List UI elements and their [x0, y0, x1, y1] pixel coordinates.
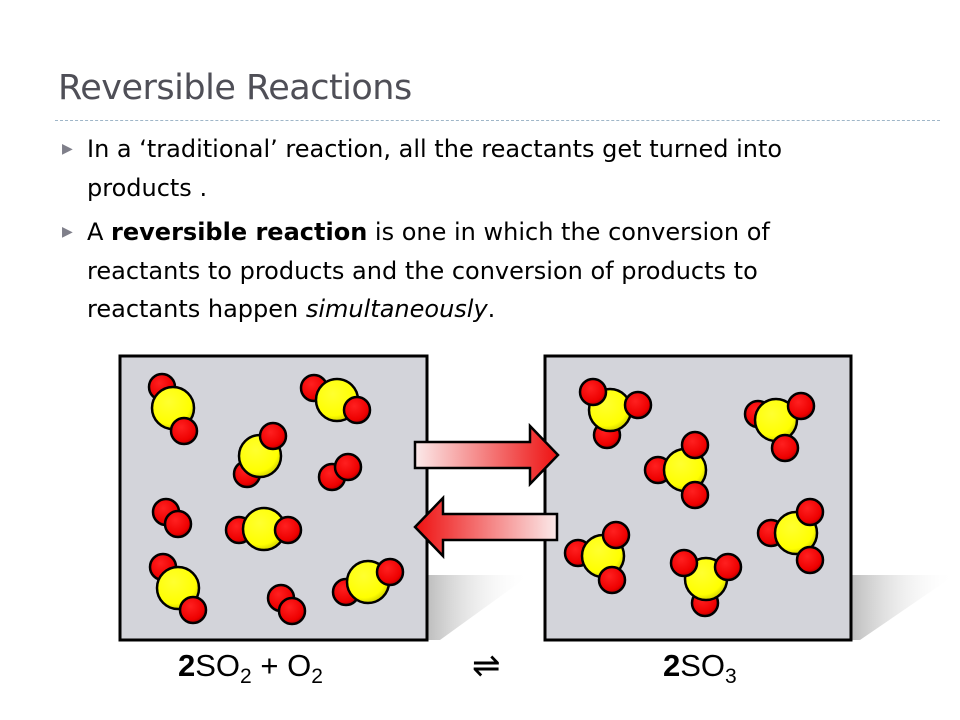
oxygen-atom [770, 433, 800, 463]
so2-molecule [232, 421, 288, 489]
so3-molecule [743, 391, 816, 463]
so3-molecule [563, 520, 631, 595]
bullet-text-part: . [487, 295, 496, 323]
coefficient: 2 [663, 648, 681, 683]
so3-molecule [643, 430, 710, 510]
oxygen-atom [169, 416, 199, 446]
oxygen-atom [786, 391, 816, 421]
box-shadow [427, 575, 530, 640]
bullet-text: A reversible reaction is one in which th… [87, 213, 862, 329]
coefficient: 2 [178, 648, 196, 683]
so3-molecule [756, 497, 825, 575]
subscript: 2 [311, 665, 323, 688]
so2-molecule [147, 372, 199, 446]
slide-title: Reversible Reactions [58, 68, 412, 108]
bullet-traditional-reaction: ▶ In a ‘traditional’ reaction, all the r… [62, 130, 862, 207]
oxygen-atom [578, 377, 608, 407]
equilibrium-icon: ⇌ [472, 647, 501, 685]
oxygen-atom [273, 515, 303, 545]
so2-molecule [148, 552, 208, 625]
oxygen-atom [795, 545, 825, 575]
formula-text: + O [251, 648, 312, 683]
subscript: 2 [240, 665, 252, 688]
so2-molecule [224, 506, 303, 552]
so2-molecule [331, 557, 405, 607]
title-divider [55, 120, 940, 121]
formula-text: SO [195, 648, 241, 683]
oxygen-atom [333, 452, 363, 482]
formula-text: SO [680, 648, 726, 683]
oxygen-atom [680, 480, 710, 510]
oxygen-atom [597, 565, 627, 595]
bold-term: reversible reaction [111, 218, 368, 246]
bullet-text-part: A [87, 218, 112, 246]
bullet-text: In a ‘traditional’ reaction, all the rea… [87, 130, 862, 207]
o2-molecule [266, 583, 307, 626]
o2-molecule [317, 452, 363, 492]
products-formula: 2SO3 [663, 648, 737, 689]
reverse-arrow-icon [413, 494, 559, 560]
oxygen-atom [258, 421, 288, 451]
oxygen-atom [795, 497, 825, 527]
oxygen-atom [669, 548, 699, 578]
so3-molecule [669, 548, 743, 618]
forward-arrow-icon [413, 422, 560, 488]
box-shadow [851, 575, 955, 640]
oxygen-atom [163, 509, 193, 539]
triangle-bullet-icon: ▶ [62, 224, 73, 240]
triangle-bullet-icon: ▶ [62, 141, 73, 157]
oxygen-atom [342, 395, 372, 425]
oxygen-atom [623, 390, 653, 420]
oxygen-atom [713, 552, 743, 582]
oxygen-atom [277, 596, 307, 626]
oxygen-atom [680, 430, 710, 460]
oxygen-atom [601, 520, 631, 550]
bullet-reversible-reaction: ▶ A reversible reaction is one in which … [62, 213, 862, 329]
oxygen-atom [178, 595, 208, 625]
italic-term: simultaneously [305, 295, 488, 323]
bullet-text-part: is one in which the conversion of reacta… [87, 218, 770, 323]
oxygen-atom [375, 557, 405, 587]
reactants-formula: 2SO2 + O2 [178, 648, 323, 689]
subscript: 3 [725, 665, 737, 688]
bullet-text-part: In a ‘traditional’ reaction, all the rea… [87, 135, 783, 202]
so2-molecule [299, 373, 372, 425]
so3-molecule [578, 377, 653, 450]
o2-molecule [151, 497, 193, 539]
